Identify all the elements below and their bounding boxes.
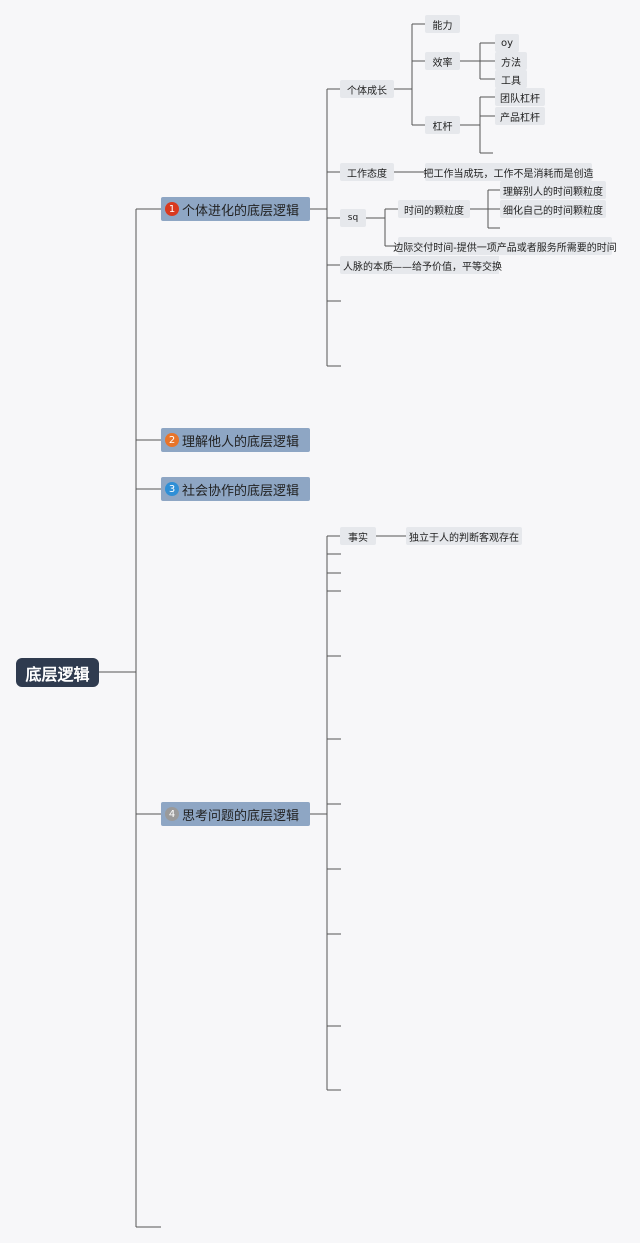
branch-understanding-others[interactable]: 2 理解他人的底层逻辑 [161,428,310,452]
branch-label: 理解他人的底层逻辑 [182,434,300,450]
number-1-icon: 1 [165,202,179,216]
number-4-icon: 4 [165,807,179,821]
topic-team-lever[interactable]: 团队杠杆 [495,88,545,106]
topic-fact-note[interactable]: 独立于人的判断客观存在 [406,527,522,545]
topic-understand-granularity[interactable]: 理解别人的时间颗粒度 [500,181,606,199]
topic-ability[interactable]: 能力 [425,15,460,33]
topic-time-granularity[interactable]: 时间的颗粒度 [398,200,470,218]
topic-product-lever[interactable]: 产品杠杆 [495,107,545,125]
branch-label: 社会协作的底层逻辑 [182,483,300,499]
root-topic[interactable]: 底层逻辑 [16,658,99,687]
topic-work-attitude[interactable]: 工作态度 [340,163,394,181]
topic-growth[interactable]: 个体成长 [340,80,394,98]
topic-efficiency[interactable]: 效率 [425,52,460,70]
branch-label: 个体进化的底层逻辑 [182,203,300,219]
topic-sq[interactable]: sq [340,209,366,227]
branch-thinking-problems[interactable]: 4 思考问题的底层逻辑 [161,802,310,826]
topic-lever[interactable]: 杠杆 [425,116,460,134]
topic-attitude-note[interactable]: 把工作当成玩，工作不是消耗而是创造 [424,163,594,181]
topic-fact[interactable]: 事实 [340,527,376,545]
branch-social-collaboration[interactable]: 3 社会协作的底层逻辑 [161,477,310,501]
topic-connections[interactable]: 人脉的本质 [340,256,396,274]
topic-connections-note[interactable]: ——给予价值，平等交换 [392,256,502,274]
branch-label: 思考问题的底层逻辑 [182,808,300,824]
topic-refine-granularity[interactable]: 细化自己的时间颗粒度 [500,200,606,218]
branch-individual-evolution[interactable]: 1 个体进化的底层逻辑 [161,197,310,221]
topic-tool[interactable]: 工具 [495,70,527,88]
topic-method[interactable]: 方法 [495,52,527,70]
topic-oy[interactable]: oy [495,34,519,52]
number-3-icon: 3 [165,482,179,496]
topic-marginal-delivery-time[interactable]: 边际交付时间-提供一项产品或者服务所需要的时间 [393,237,617,255]
number-2-icon: 2 [165,433,179,447]
